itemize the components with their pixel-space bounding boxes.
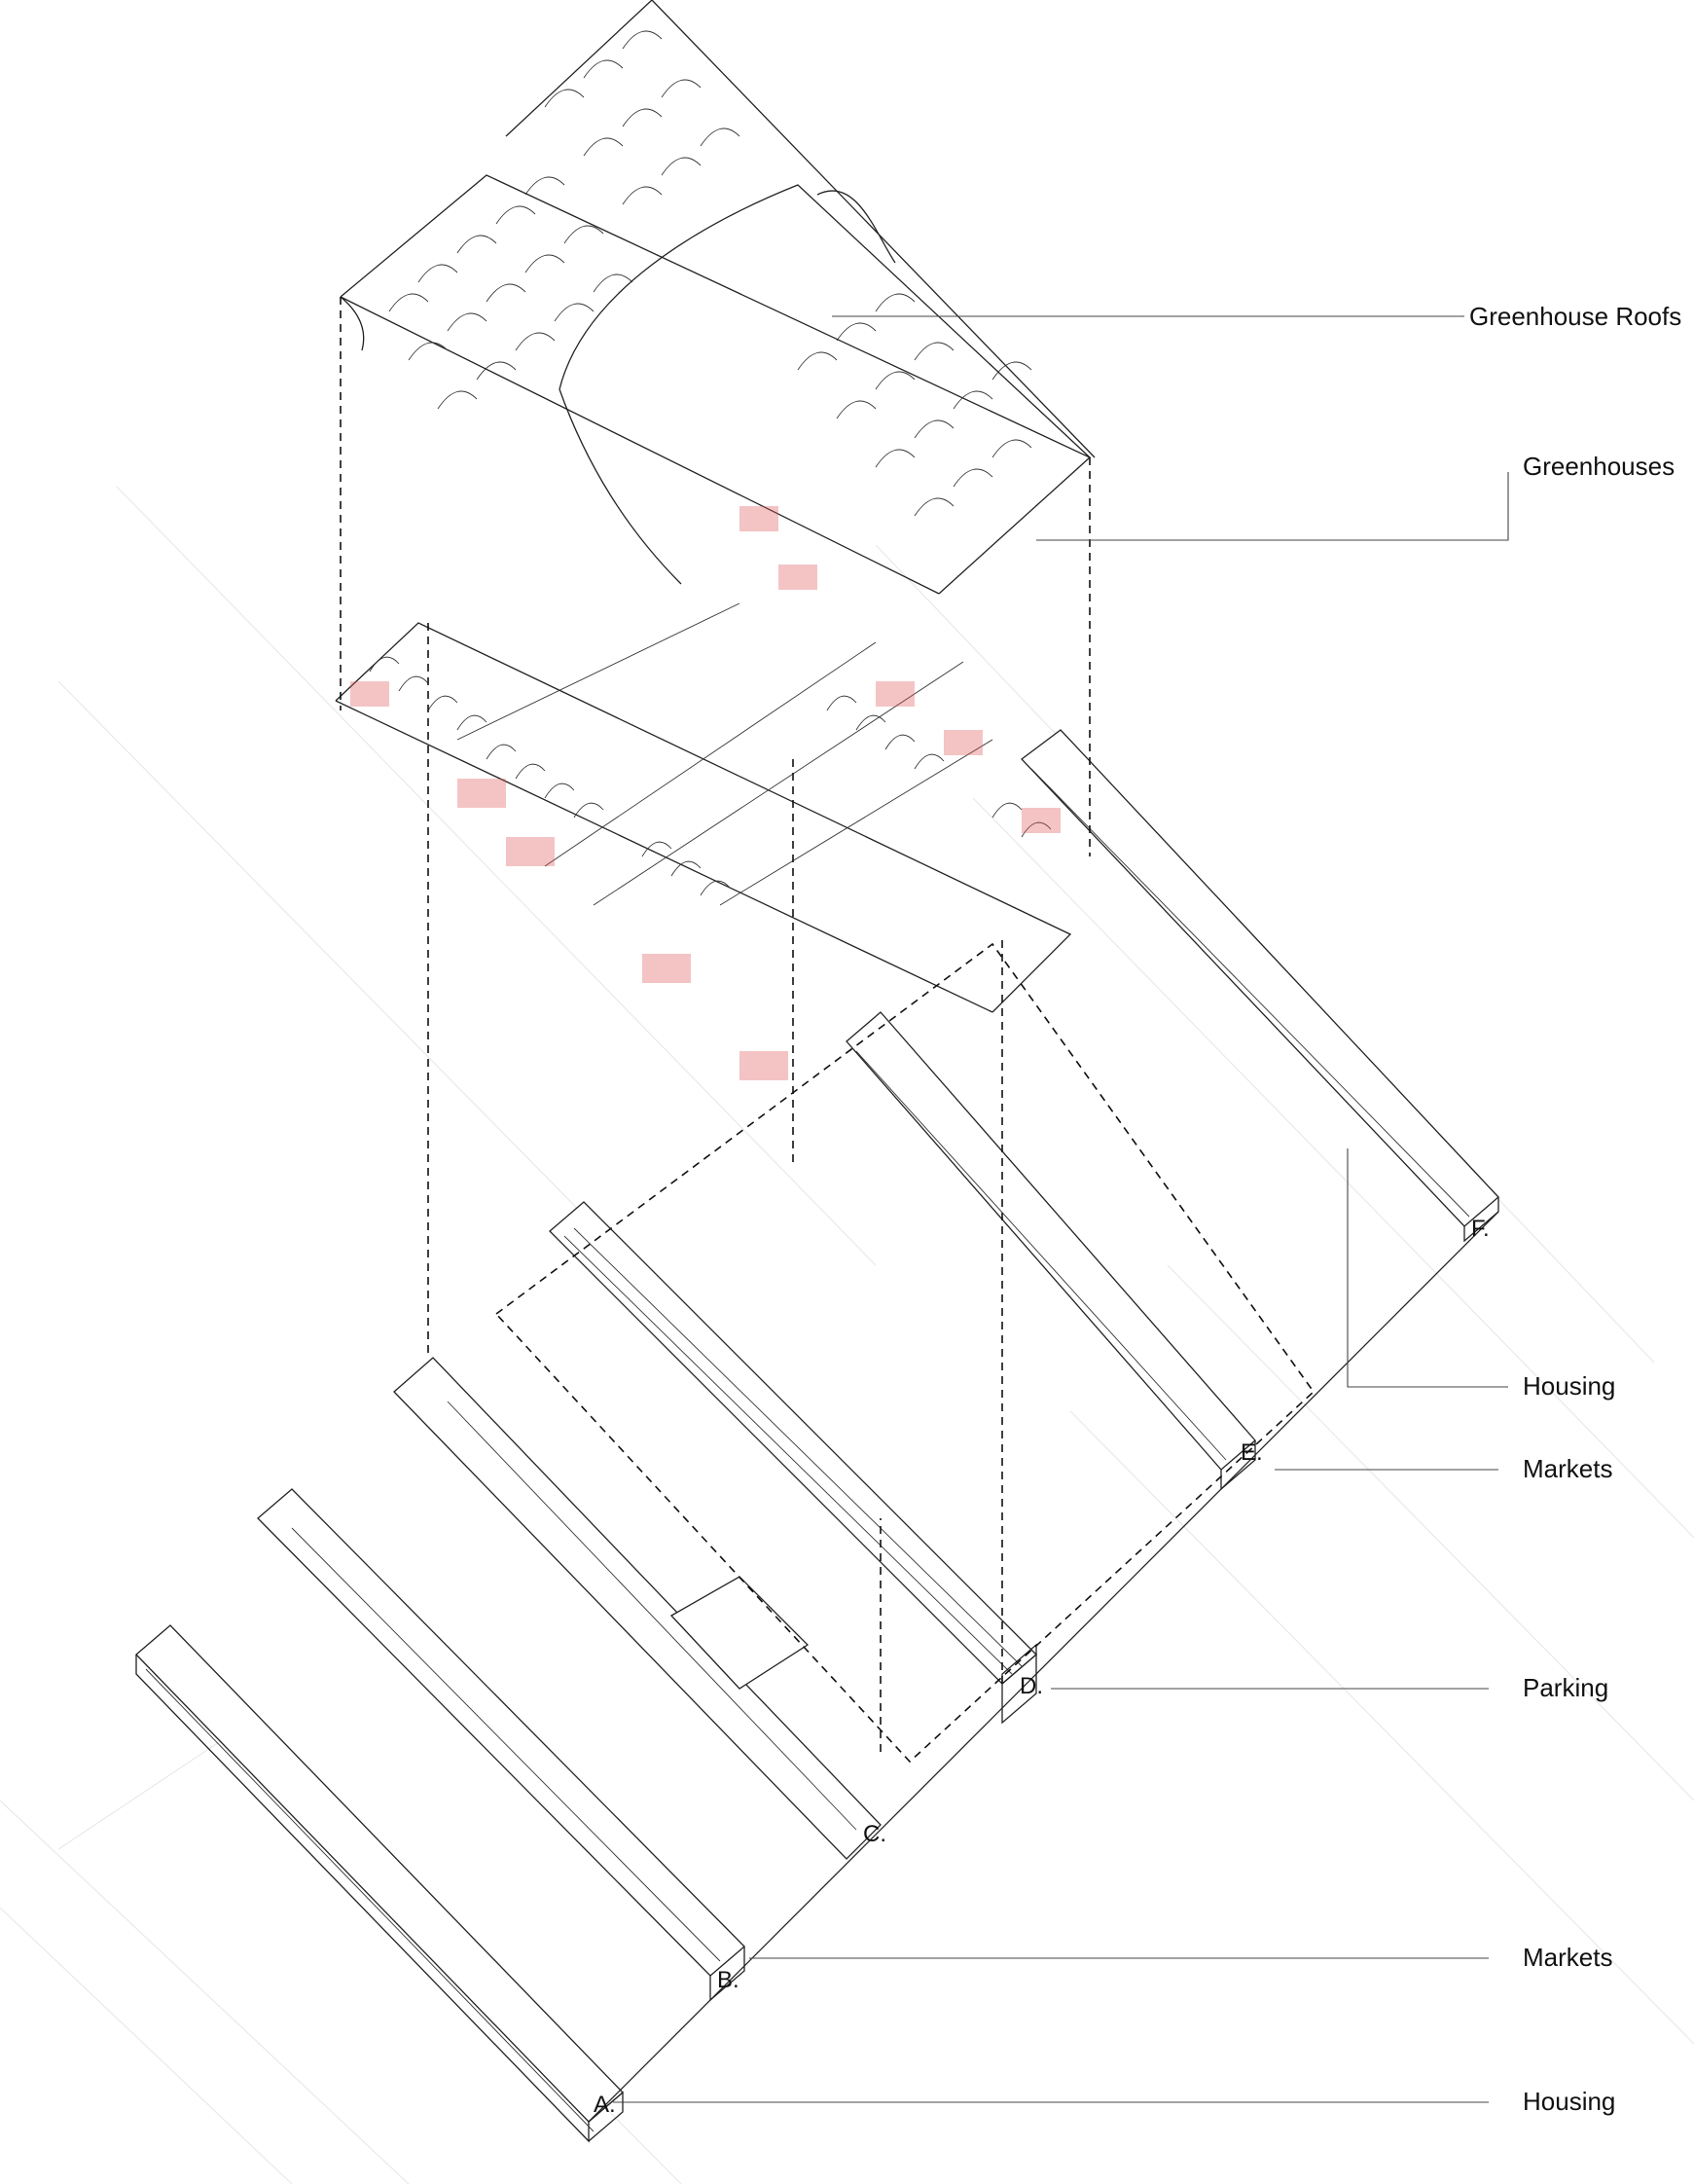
layer-d-parking — [549, 1201, 1037, 1725]
label-parking: Parking — [1523, 1673, 1608, 1702]
label-housing-lower: Housing — [1523, 2087, 1615, 2116]
label-markets-upper: Markets — [1523, 1454, 1612, 1483]
greenhouse-roofs-layer — [340, 0, 1096, 595]
tag-b: B. — [717, 1967, 739, 1993]
greenhouse-vault-ribs — [369, 656, 1052, 896]
layer-f-housing — [1021, 729, 1499, 1243]
tag-c: C. — [863, 1821, 886, 1847]
layer-a-housing — [135, 1624, 624, 2143]
stack-alignment-lines — [588, 1211, 1499, 2123]
label-greenhouses: Greenhouses — [1523, 452, 1675, 481]
label-markets-lower: Markets — [1523, 1943, 1612, 1972]
layer-b-markets — [257, 1488, 745, 2002]
projection-dashes — [340, 297, 1316, 1764]
leader-lines — [613, 315, 1509, 2103]
tag-d: D. — [1020, 1673, 1043, 1699]
layer-c-markets — [393, 1357, 882, 1860]
tag-e: E. — [1241, 1439, 1263, 1466]
layer-labels: Greenhouse Roofs Greenhouses Housing Mar… — [1469, 302, 1681, 2116]
layer-e-markets — [846, 1011, 1256, 1491]
greenhouses-layer — [335, 506, 1072, 1080]
roof-vault-ribs — [388, 30, 1032, 517]
planting-highlights — [350, 506, 1061, 1080]
label-greenhouse-roofs: Greenhouse Roofs — [1469, 302, 1681, 331]
tag-f: F. — [1471, 1216, 1490, 1242]
layer-tags: F. E. D. C. B. A. — [594, 1216, 1490, 2118]
tag-a: A. — [594, 2092, 616, 2118]
label-housing-upper: Housing — [1523, 1371, 1615, 1401]
background-ground-lines — [0, 486, 1694, 2184]
